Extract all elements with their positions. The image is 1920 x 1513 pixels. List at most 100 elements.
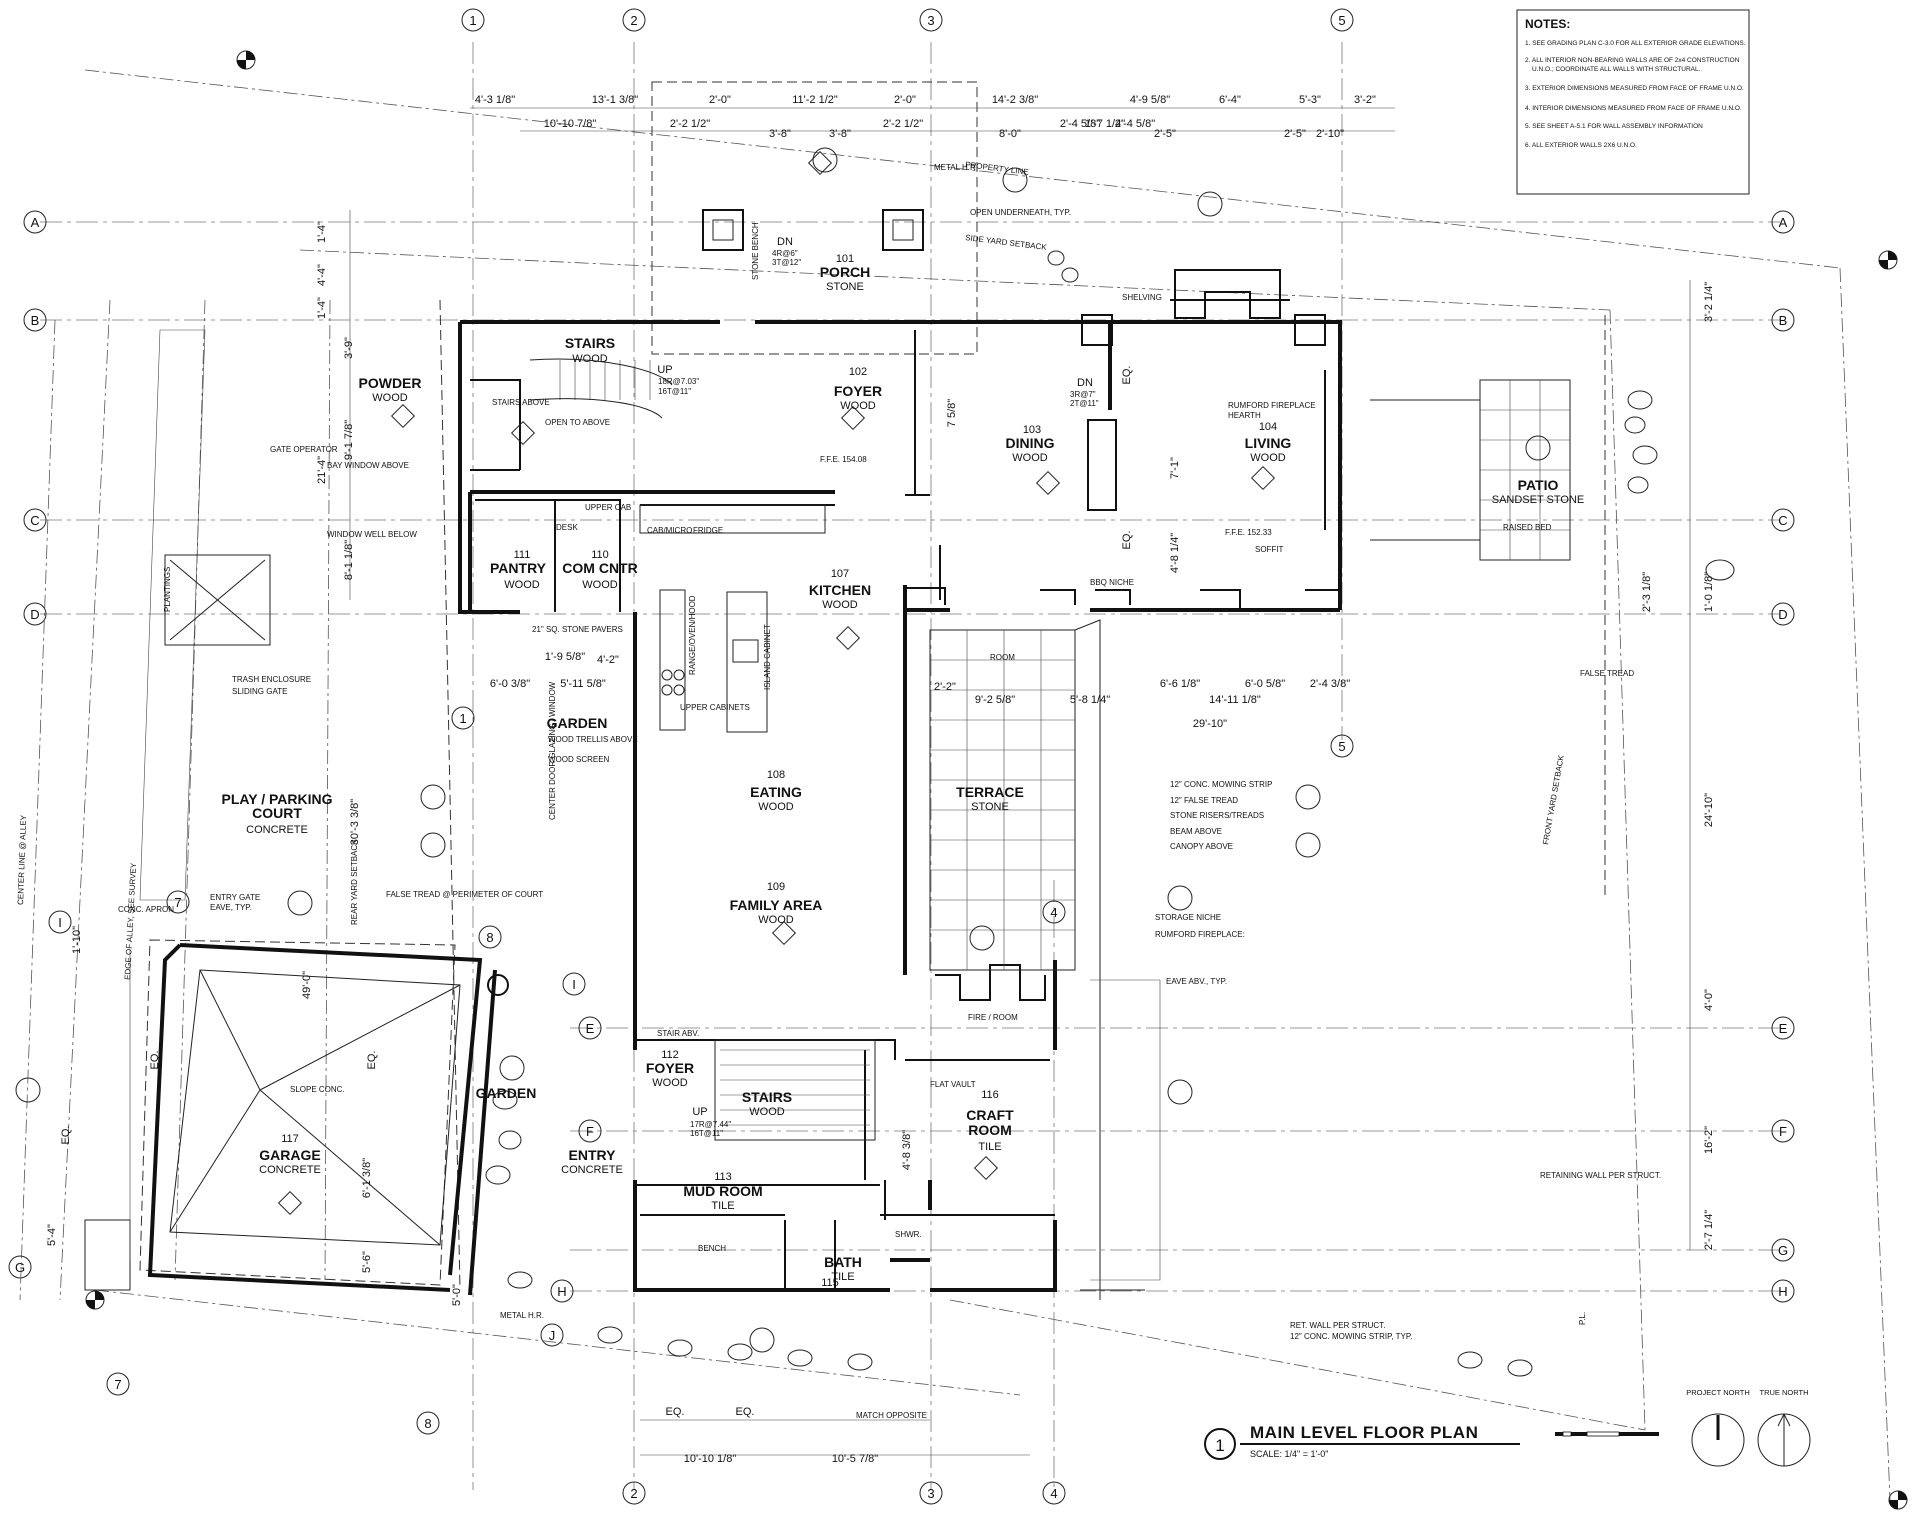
svg-text:5'-3": 5'-3" [1299, 94, 1321, 106]
svg-text:WOOD: WOOD [749, 1106, 784, 1118]
svg-text:PANTRY: PANTRY [490, 560, 547, 576]
svg-text:UPPER CABINETS: UPPER CABINETS [680, 703, 750, 712]
grid-bubble-I-left: I [48, 910, 72, 934]
svg-text:5: 5 [1338, 13, 1345, 28]
svg-text:1'-4": 1'-4" [316, 297, 328, 319]
svg-text:103: 103 [1023, 424, 1041, 436]
grid-bubble-right-F: F [1771, 1119, 1795, 1143]
svg-text:STONE RISERS/TREADS: STONE RISERS/TREADS [1170, 811, 1264, 820]
svg-text:WINDOW WELL BELOW: WINDOW WELL BELOW [327, 530, 417, 539]
project-north-arrow: PROJECT NORTH [1686, 1388, 1750, 1467]
svg-text:FALSE TREAD @ PERIMETER OF COU: FALSE TREAD @ PERIMETER OF COURT [386, 890, 543, 899]
grid-bubble-mid-H: H [550, 1279, 574, 1303]
svg-text:SIDE YARD SETBACK: SIDE YARD SETBACK [965, 233, 1048, 252]
svg-text:3'-2": 3'-2" [1354, 94, 1376, 106]
room-garden-lower: GARDEN [476, 1085, 537, 1101]
svg-text:111: 111 [514, 549, 531, 561]
svg-text:F: F [1779, 1124, 1787, 1139]
grid-bubble-right-C: C [1771, 508, 1795, 532]
svg-text:RANGE/OVEN/HOOD: RANGE/OVEN/HOOD [688, 595, 697, 675]
svg-text:115: 115 [821, 1277, 839, 1289]
svg-text:CENTER LINE @ ALLEY: CENTER LINE @ ALLEY [16, 814, 28, 905]
svg-text:SLIDING GATE: SLIDING GATE [232, 687, 287, 696]
svg-text:109: 109 [767, 881, 785, 893]
grid-bubble-right-A: A [1771, 210, 1795, 234]
svg-text:3'-8": 3'-8" [769, 128, 791, 140]
svg-text:2'-5": 2'-5" [1284, 128, 1306, 140]
svg-text:8'-1 1/8": 8'-1 1/8" [343, 540, 355, 580]
svg-text:DN: DN [1077, 377, 1093, 389]
svg-text:EQ.: EQ. [366, 1051, 378, 1070]
svg-text:7: 7 [174, 895, 181, 910]
svg-text:1'-10": 1'-10" [71, 926, 83, 954]
svg-text:CONCRETE: CONCRETE [259, 1164, 321, 1176]
svg-text:4'-4": 4'-4" [316, 264, 328, 286]
svg-text:21'-4": 21'-4" [316, 456, 328, 484]
svg-text:11'-2 1/2": 11'-2 1/2" [792, 94, 838, 106]
svg-text:10'-10 1/8": 10'-10 1/8" [684, 1453, 737, 1465]
grid-bubble-right-D: D [1771, 602, 1795, 626]
svg-text:2: 2 [630, 13, 637, 28]
svg-text:4'-3 1/8": 4'-3 1/8" [475, 94, 515, 106]
svg-text:RETAINING WALL PER STRUCT.: RETAINING WALL PER STRUCT. [1540, 1171, 1661, 1180]
svg-text:4'-8 3/8": 4'-8 3/8" [901, 1130, 913, 1170]
svg-text:5'-6": 5'-6" [361, 1251, 373, 1273]
svg-text:24'-10": 24'-10" [1703, 793, 1715, 827]
svg-text:WOOD: WOOD [1250, 452, 1285, 464]
svg-text:17R@7.44": 17R@7.44" [690, 1120, 731, 1129]
drawing-number: 1 [1215, 1436, 1224, 1455]
svg-text:G: G [15, 1260, 25, 1275]
svg-text:B: B [1779, 313, 1788, 328]
grid-bubble-mid-5: 5 [1330, 734, 1354, 758]
grid-bubble-8-b: 8 [416, 1411, 440, 1435]
svg-text:STAIRS: STAIRS [565, 335, 615, 351]
svg-text:POWDER: POWDER [359, 375, 422, 391]
svg-text:1: 1 [459, 711, 466, 726]
svg-text:SHWR.: SHWR. [895, 1230, 922, 1239]
svg-text:BATH: BATH [824, 1254, 862, 1270]
svg-text:DN: DN [777, 236, 793, 248]
svg-text:A: A [1779, 215, 1788, 230]
svg-text:EAVE ABV., TYP.: EAVE ABV., TYP. [1166, 977, 1227, 986]
grid-bubble-right-B: B [1771, 308, 1795, 332]
svg-text:E: E [586, 1021, 595, 1036]
svg-text:WOOD: WOOD [758, 801, 793, 813]
svg-text:STONE: STONE [826, 281, 864, 293]
svg-text:6'-0 5/8": 6'-0 5/8" [1245, 678, 1285, 690]
svg-text:REAR YARD SETBACK: REAR YARD SETBACK [350, 839, 359, 925]
property-line-right [1839, 267, 1891, 1501]
eave-outlines [139, 81, 1606, 1291]
svg-text:FRIDGE: FRIDGE [693, 526, 723, 535]
grid-bubble-top-1: 1 [461, 8, 485, 32]
svg-text:6'-0 3/8": 6'-0 3/8" [490, 678, 530, 690]
svg-text:BEAM ABOVE: BEAM ABOVE [1170, 827, 1222, 836]
svg-text:EQ.: EQ. [60, 1126, 72, 1145]
svg-text:6'-6 1/8": 6'-6 1/8" [1160, 678, 1200, 690]
svg-text:DESK: DESK [556, 523, 578, 532]
svg-text:7'-1": 7'-1" [1169, 457, 1181, 479]
svg-text:5'-11 5/8": 5'-11 5/8" [560, 678, 606, 690]
svg-text:7: 7 [114, 1377, 121, 1392]
patio-stone [1370, 379, 1571, 561]
grid-bubble-left-A: A [23, 210, 47, 234]
svg-text:1. SEE GRADING PLAN C-3.0 FOR: 1. SEE GRADING PLAN C-3.0 FOR ALL EXTERI… [1525, 40, 1746, 47]
annotations: PROPERTY LINE SIDE YARD SETBACK FRONT YA… [16, 160, 1661, 1420]
svg-text:WOOD: WOOD [652, 1077, 687, 1089]
svg-text:STAIR ABV.: STAIR ABV. [657, 1029, 699, 1038]
grid-bubble-top-2: 2 [622, 8, 646, 32]
svg-text:107: 107 [831, 568, 849, 580]
svg-text:4: 4 [1050, 905, 1057, 920]
notes-heading: NOTES: [1525, 17, 1570, 31]
svg-text:4. INTERIOR DIMENSIONS MEASURE: 4. INTERIOR DIMENSIONS MEASURED FROM FAC… [1525, 105, 1742, 112]
svg-text:2'-0": 2'-0" [894, 94, 916, 106]
svg-text:4'-2": 4'-2" [597, 654, 619, 666]
svg-text:KITCHEN: KITCHEN [809, 582, 871, 598]
svg-text:F.F.E. 152.33: F.F.E. 152.33 [1225, 528, 1272, 537]
svg-text:WOOD: WOOD [1012, 452, 1047, 464]
grid-bubble-top-5: 5 [1330, 8, 1354, 32]
